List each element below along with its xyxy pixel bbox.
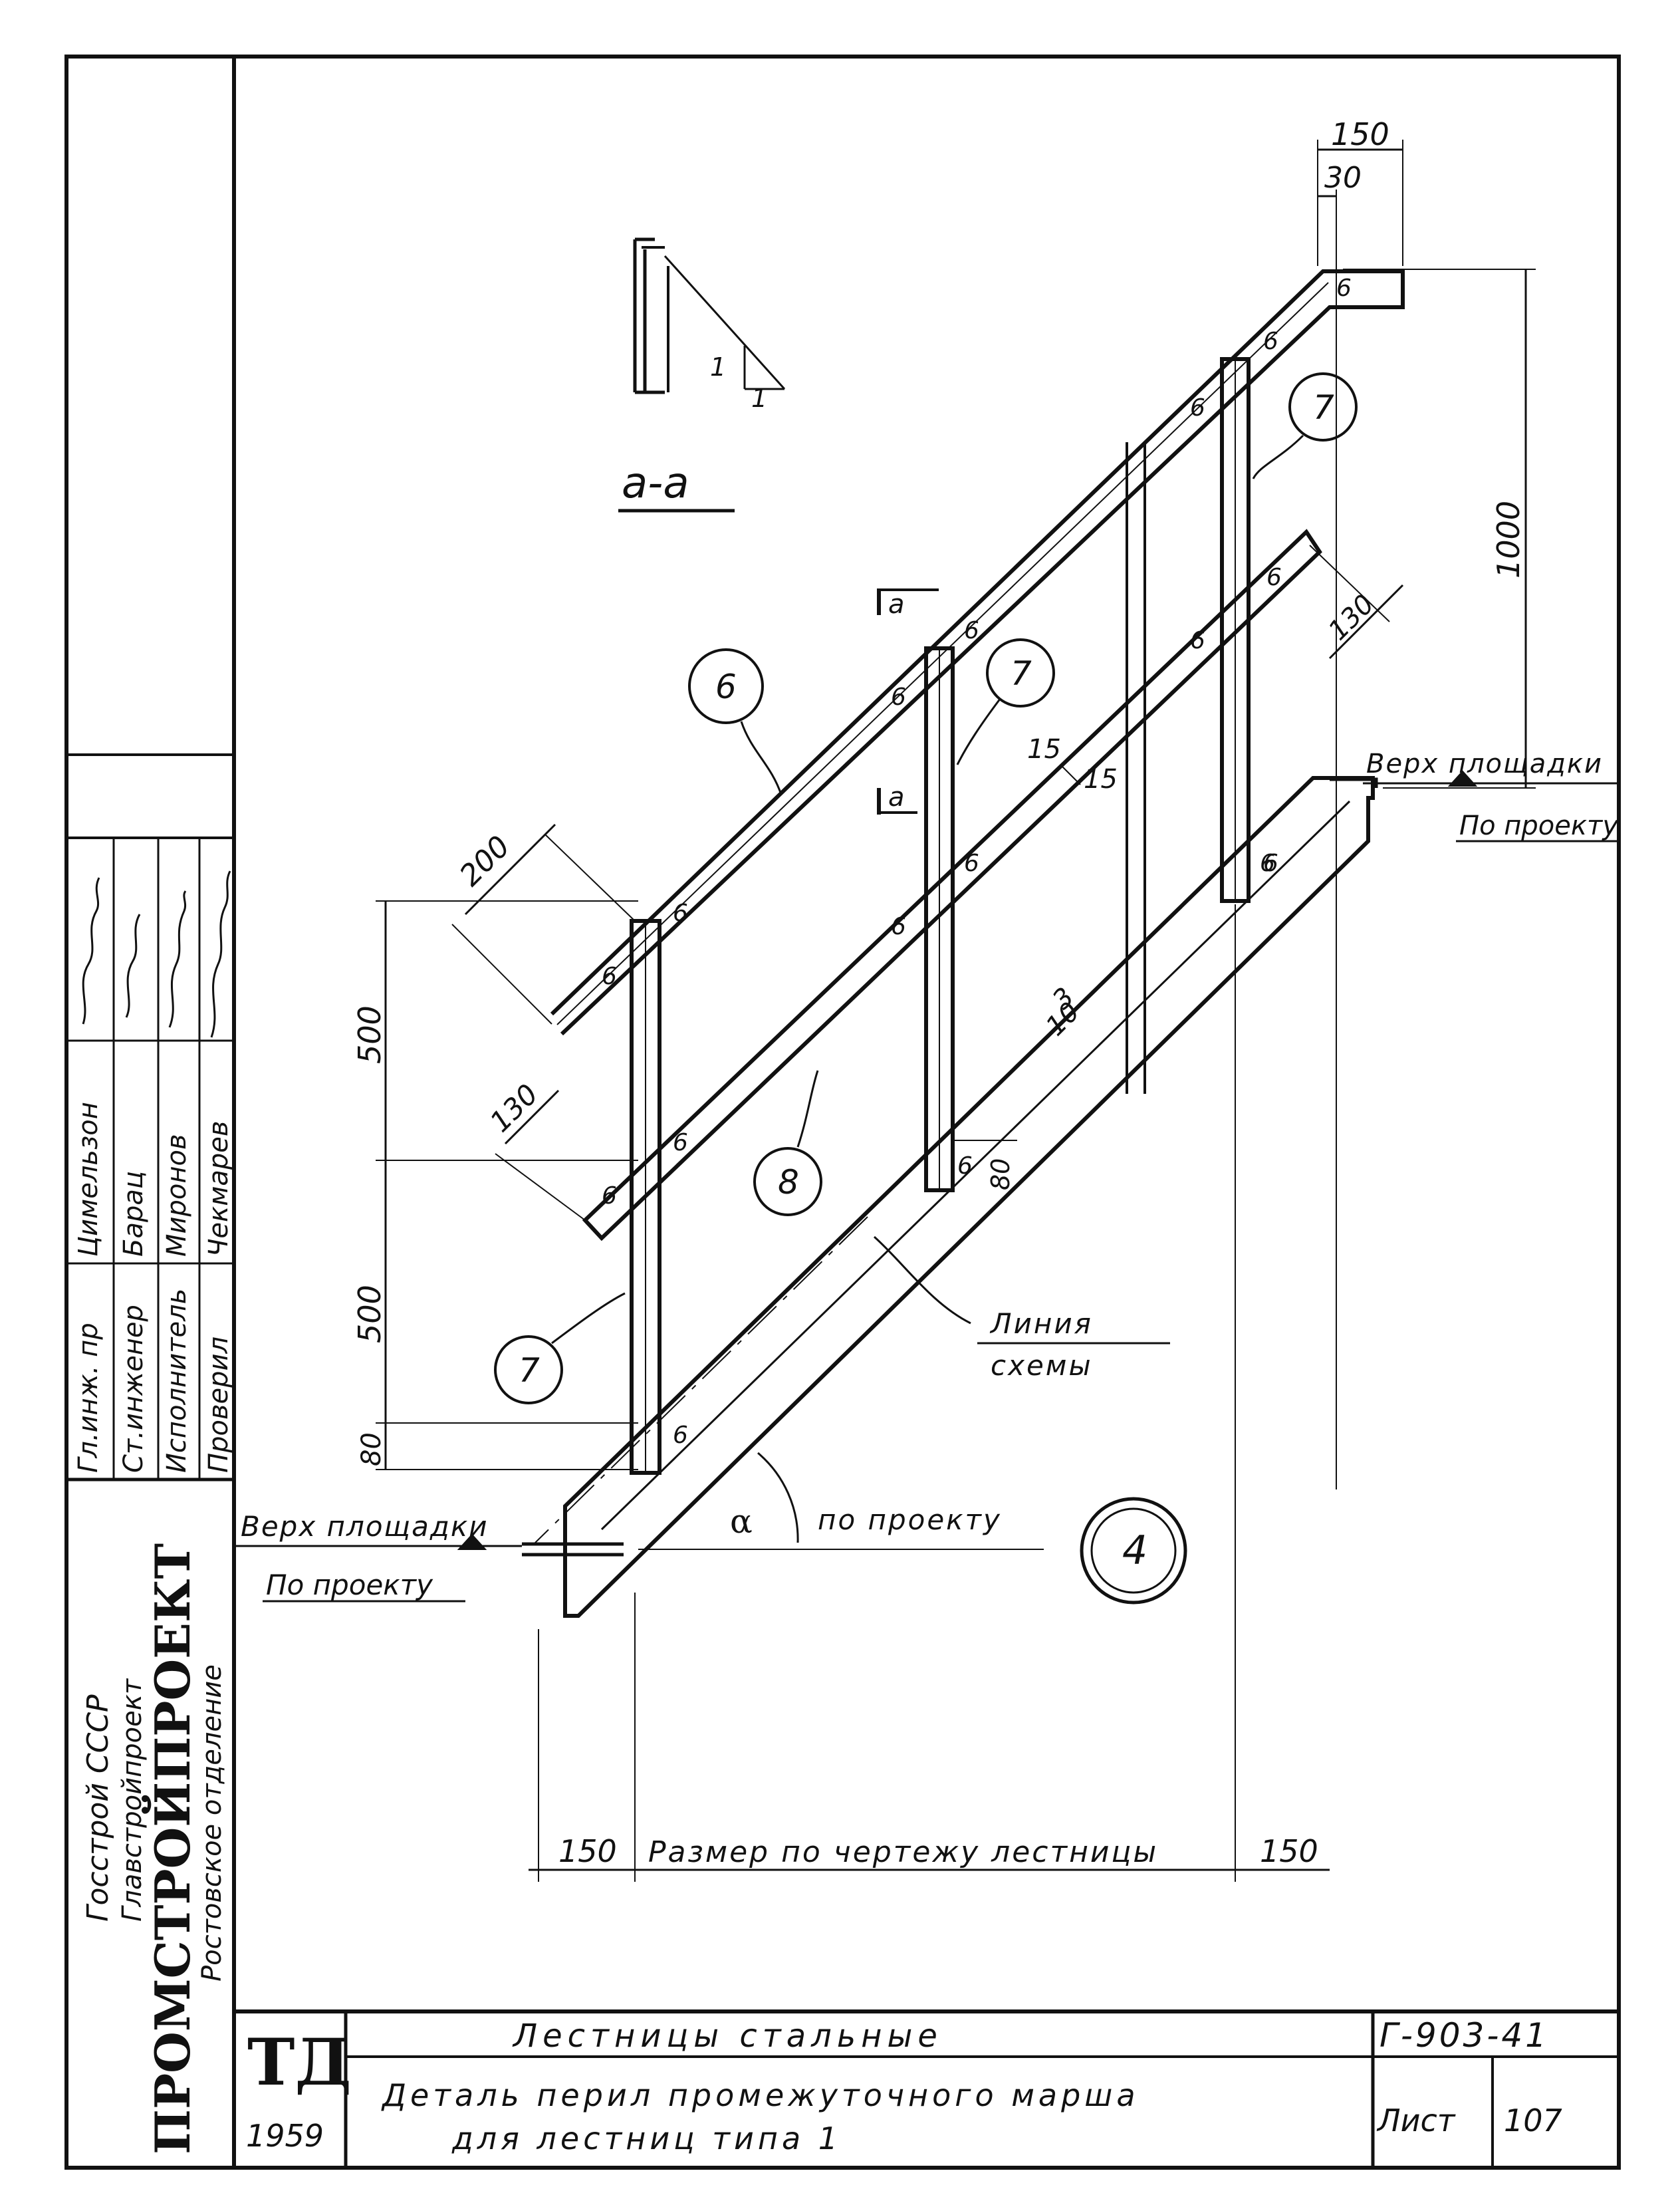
scheme-line (535, 1216, 868, 1543)
weld-6-p: 6 (957, 1152, 973, 1180)
title-block: ТД 1959 Лестницы стальные Деталь перил п… (234, 2009, 1619, 2168)
dim-gap-a: 15 (1027, 734, 1061, 765)
by-project-bottom: По проекту (266, 1569, 433, 1601)
callout-8-label: 8 (778, 1163, 799, 1202)
org-line-1: Госстрой СССР (81, 1694, 115, 1922)
weld-6-j: 6 (891, 913, 906, 940)
weld-6-n: 6 (602, 1182, 617, 1210)
weld-6-a: 6 (1336, 275, 1352, 302)
sheet-subtitle-1: Деталь перил промежуточного марша (381, 2077, 1140, 2113)
callout-7-low (494, 1335, 563, 1404)
by-project-top: По проекту (1459, 811, 1619, 841)
weld-6-q: 6 (1260, 850, 1275, 877)
section-slope-h: 1 (751, 384, 767, 413)
org-line-4: Ростовское отделение (197, 1664, 227, 1982)
dim-top-width: 150 (1331, 116, 1389, 152)
year: 1959 (246, 2118, 324, 2154)
drawing-code: Г-903-41 (1380, 2016, 1549, 2055)
angle-note: по проекту (818, 1503, 1002, 1536)
signature-table: Гл.инж. пр Цимельзон Ст.инженер Барац Ис… (66, 753, 234, 1482)
role-0: Гл.инж. пр (73, 1323, 104, 1473)
weld-marks: 6 6 6 6 6 6 6 6 6 6 6 6 6 6 6 6 6 (602, 275, 1352, 1449)
weld-6-i: 6 (964, 850, 979, 877)
section-a-a: 1 1 a-a (618, 237, 786, 513)
org-line-3: ПРОМСТРОЙПРОЕКТ (141, 1543, 201, 2154)
dim-gap-b: 15 (1084, 764, 1118, 795)
top-landing-label: Верх площадки (1366, 749, 1603, 779)
mid-rail-8 (582, 529, 1322, 1241)
signature-2 (168, 890, 187, 1028)
dimensions: 150 30 1000 130 15 15 10 3 200 130 (352, 116, 1536, 1882)
weld-6-l: 6 (602, 963, 617, 990)
weld-6-m: 6 (673, 1129, 688, 1156)
logo-td: ТД (247, 2025, 352, 2100)
sheet-badge-label: 4 (1122, 1527, 1147, 1574)
handrail-6 (550, 269, 1405, 1036)
name-3: Чекмарев (203, 1121, 234, 1257)
section-label: a-a (622, 459, 689, 508)
section-slope-v: 1 (710, 352, 726, 382)
callout-7-mid (986, 638, 1055, 708)
dim-rail-gap-top: 130 (1323, 589, 1381, 647)
dim-upper-height: 500 (352, 1005, 388, 1064)
weld-6-b: 6 (1263, 328, 1278, 355)
name-2: Миронов (162, 1134, 192, 1257)
weld-6-c: 6 (1190, 394, 1205, 422)
weld-6-h: 6 (891, 684, 906, 711)
dim-left-end: 150 (558, 1833, 617, 1869)
signature-0 (82, 877, 100, 1025)
weld-6-k: 6 (673, 900, 688, 927)
sheet-label: Лист (1376, 2103, 1456, 2138)
name-1: Барац (118, 1171, 149, 1257)
organization-block: Госстрой СССР Главстройпроект ПРОМСТРОЙП… (81, 1543, 227, 2154)
callout-7-top (1288, 372, 1358, 442)
name-0: Цимельзон (73, 1102, 104, 1257)
callout-6-label: 6 (715, 668, 737, 706)
sheet-number: 107 (1504, 2103, 1562, 2138)
dim-right-end: 150 (1260, 1833, 1318, 1869)
weld-6-o: 6 (673, 1422, 688, 1449)
sheet-badge-outer (1080, 1497, 1187, 1605)
callout-6 (688, 648, 764, 724)
dim-length-label: Размер по чертежу лестницы (648, 1835, 1158, 1869)
angle-alpha: α (730, 1502, 753, 1541)
dim-height-total: 1000 (1491, 501, 1526, 579)
cut-mark-top: a (888, 589, 905, 620)
part-callouts: 7 7 6 8 7 4 (494, 372, 1358, 1605)
sheet-title: Лестницы стальные (512, 2017, 943, 2055)
scheme-line-label-1: Линия (989, 1307, 1093, 1340)
weld-6-f: 6 (1263, 850, 1278, 877)
railing-structure (522, 269, 1405, 1618)
dim-base-right: 80 (986, 1158, 1015, 1190)
org-line-2: Главстройпроект (117, 1678, 148, 1922)
role-3: Проверил (203, 1337, 234, 1473)
cut-mark-bottom: a (888, 782, 905, 813)
signature-3 (210, 870, 231, 1038)
dim-post-base: 80 (356, 1432, 387, 1466)
scheme-line-label-2: схемы (991, 1349, 1093, 1382)
dim-top-offset: 30 (1324, 161, 1362, 195)
annotations: Верх площадки По проекту Верх площадки П… (236, 749, 1619, 1603)
callout-8 (753, 1147, 822, 1216)
callout-7-top-label: 7 (1313, 388, 1334, 427)
role-2: Исполнитель (162, 1289, 192, 1473)
callout-7-mid-label: 7 (1011, 654, 1032, 693)
callout-7-low-label: 7 (519, 1351, 540, 1390)
weld-6-d: 6 (1266, 564, 1282, 591)
weld-6-g: 6 (964, 617, 979, 644)
bottom-landing-label: Верх площадки (241, 1510, 489, 1543)
outer-frame (64, 55, 1621, 2170)
dim-lower-height: 500 (352, 1285, 388, 1343)
weld-6-e: 6 (1190, 627, 1205, 654)
dim-overhang: 200 (453, 829, 517, 892)
role-1: Ст.инженер (118, 1305, 149, 1473)
signature-1 (125, 914, 141, 1018)
section-cut-marks: a a (877, 588, 939, 815)
dim-rail-gap: 130 (483, 1078, 544, 1138)
sheet-subtitle-2: для лестниц типа 1 (451, 2121, 842, 2156)
